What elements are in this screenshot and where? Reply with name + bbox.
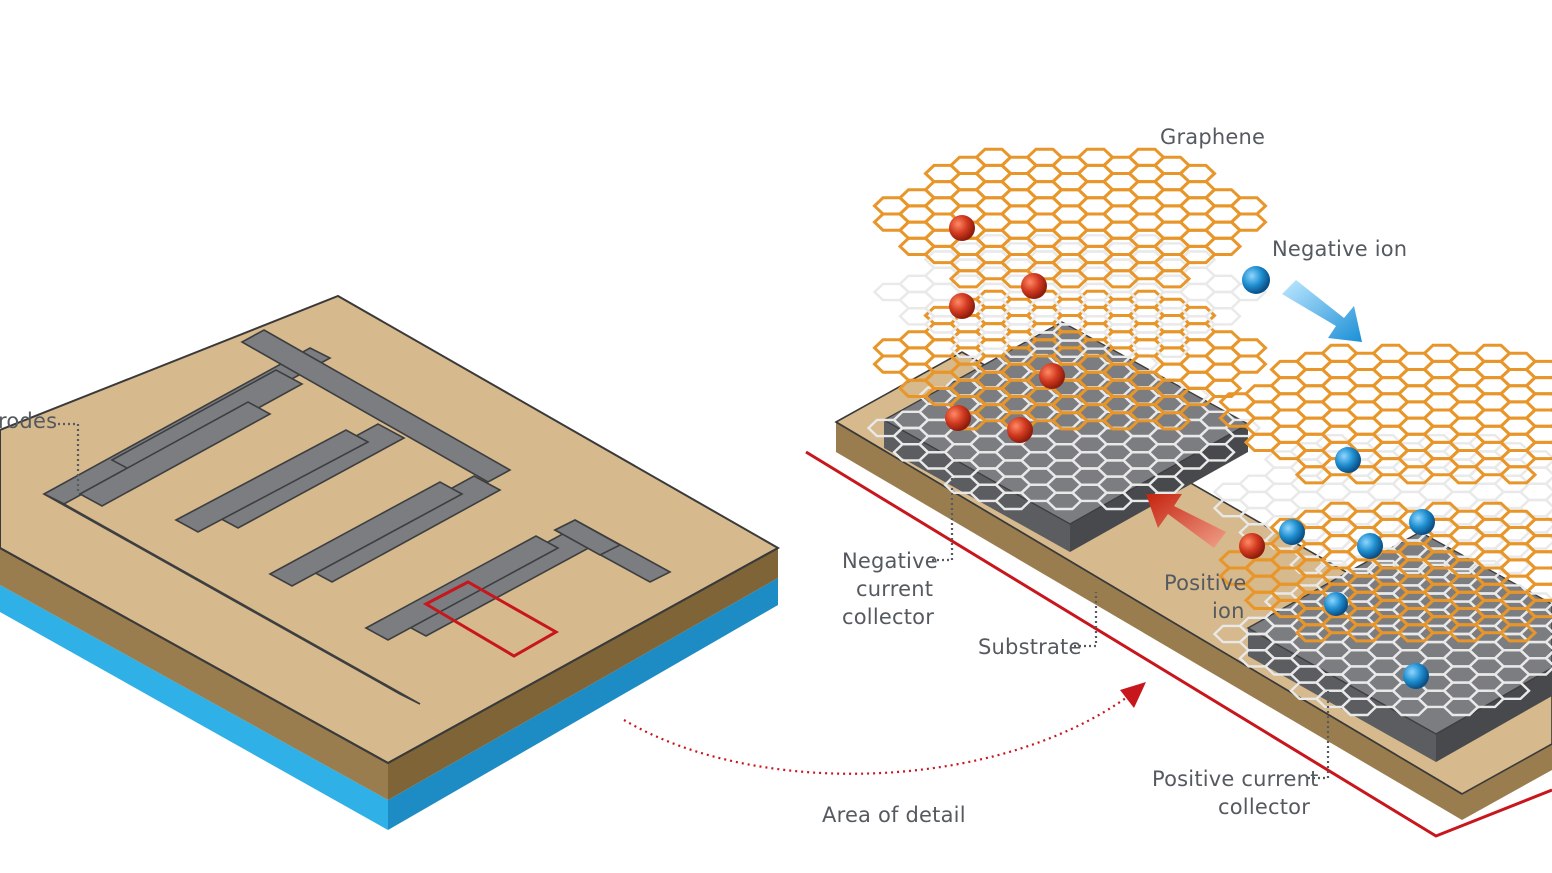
graphene-cell [1524,359,1552,380]
negative-collector-leader [932,476,954,562]
graphene-cell [1229,212,1268,232]
negative-collector-label-line1: Negative [842,549,938,573]
positive-ion [1021,273,1047,299]
graphene-cell [1524,534,1552,554]
graphene-sheet-grey-pos-2 [1212,434,1552,575]
negative-ion [1357,533,1383,559]
graphene-cell [1524,566,1552,586]
graphene-cell [1524,392,1552,412]
graphene-cell [1524,550,1552,570]
electrodes-leader [58,422,80,494]
negative-ion [1279,519,1305,545]
graphene-label: Graphene [1160,125,1265,149]
graphene-cell [1524,408,1552,428]
interdigitated-electrodes [42,329,672,705]
base-layer-left-side [0,585,388,830]
graphene-cell [1153,339,1191,358]
area-of-detail-label: Area of detail [822,803,966,827]
device-overview: rodes [0,294,781,830]
detail-frame [805,450,1552,838]
substrate-edge-right [387,547,779,764]
negative-collector-label-line2: current [856,577,933,601]
graphene-cell [1178,244,1217,265]
positive-collector-side-right [1436,668,1552,762]
electrode-finger [364,535,560,641]
graphene-cell [1178,315,1217,334]
graphene-cell [1524,598,1552,619]
detail-arrowhead [1120,682,1146,708]
substrate-label: Substrate [978,635,1082,659]
negative-collector-label-line3: collector [842,605,934,629]
graphene-cell [1178,386,1217,407]
positive-ion [1039,363,1065,389]
graphene-layers [866,147,1552,717]
electrode-front-bar [43,493,421,705]
negative-ion-free [1242,266,1270,294]
positive-collector-label-line2: collector [1218,795,1310,819]
graphene-cell [1524,582,1552,602]
detail-view: Graphene Negative ion Positive ion Negat… [805,125,1552,838]
electrodes-label: rodes [0,409,57,433]
graphene-cell [1524,376,1552,396]
positive-ion [949,215,975,241]
graphene-cell [1524,424,1552,444]
graphene-cell [1498,465,1538,485]
positive-ion-label-line2: ion [1212,599,1245,623]
positive-ion [945,405,971,431]
electrode-finger [174,429,370,533]
negative-ion [1409,509,1435,535]
positive-ion-label-line1: Positive [1164,571,1247,595]
detail-region-outline [422,580,560,658]
substrate-edge [0,547,389,764]
graphene-cell [1229,338,1268,358]
graphene-cell [1229,196,1268,216]
graphene-cell [1493,555,1531,575]
graphene-cell [1172,451,1211,470]
area-of-detail-connector: Area of detail [623,682,1146,827]
detail-substrate-edge [835,421,1463,795]
electrode-finger-end [553,519,622,556]
graphene-cell [1518,657,1552,676]
electrode-finger [78,401,272,507]
substrate-right-side [388,548,778,800]
base-layer-right-side [388,578,778,830]
graphene-cell [1518,531,1552,550]
electrode-finger [268,481,464,587]
negative-ion [1335,447,1361,473]
graphene-sheet-grey-neg-2 [872,234,1268,358]
graphene-cell [1498,623,1538,643]
substrate-left-side [0,548,388,800]
graphene-cell [1467,689,1506,709]
positive-ion [1007,417,1033,443]
positive-collector-leader [1308,690,1330,780]
positive-ion-free [1239,533,1265,559]
positive-collector-label-line1: Positive current [1152,767,1319,791]
graphene-cell [1152,269,1192,289]
negative-ion [1403,663,1429,689]
graphene-sheet-orange-neg-1 [872,147,1268,289]
negative-ions [1242,266,1435,689]
negative-ion-arrow [1282,280,1362,342]
graphene-sheet-grey-base-pos [1212,559,1552,717]
graphene-cell [1152,411,1192,431]
substrate-leader [1074,592,1098,648]
positive-ion-arrow [1146,494,1226,548]
graphene-cell [1178,163,1217,184]
graphene-cell [1524,440,1552,461]
graphene-sheet-orange-neg-3 [872,289,1268,431]
positive-ions [945,215,1265,559]
negative-ion-label: Negative ion [1272,237,1407,261]
positive-ion [949,293,975,319]
negative-ion [1324,592,1348,616]
graphene-cell [1524,517,1552,538]
graphene-cell [1229,354,1268,374]
electrode-finger-top [240,329,512,483]
graphene-sheet-orange-pos-1 [1218,343,1552,485]
